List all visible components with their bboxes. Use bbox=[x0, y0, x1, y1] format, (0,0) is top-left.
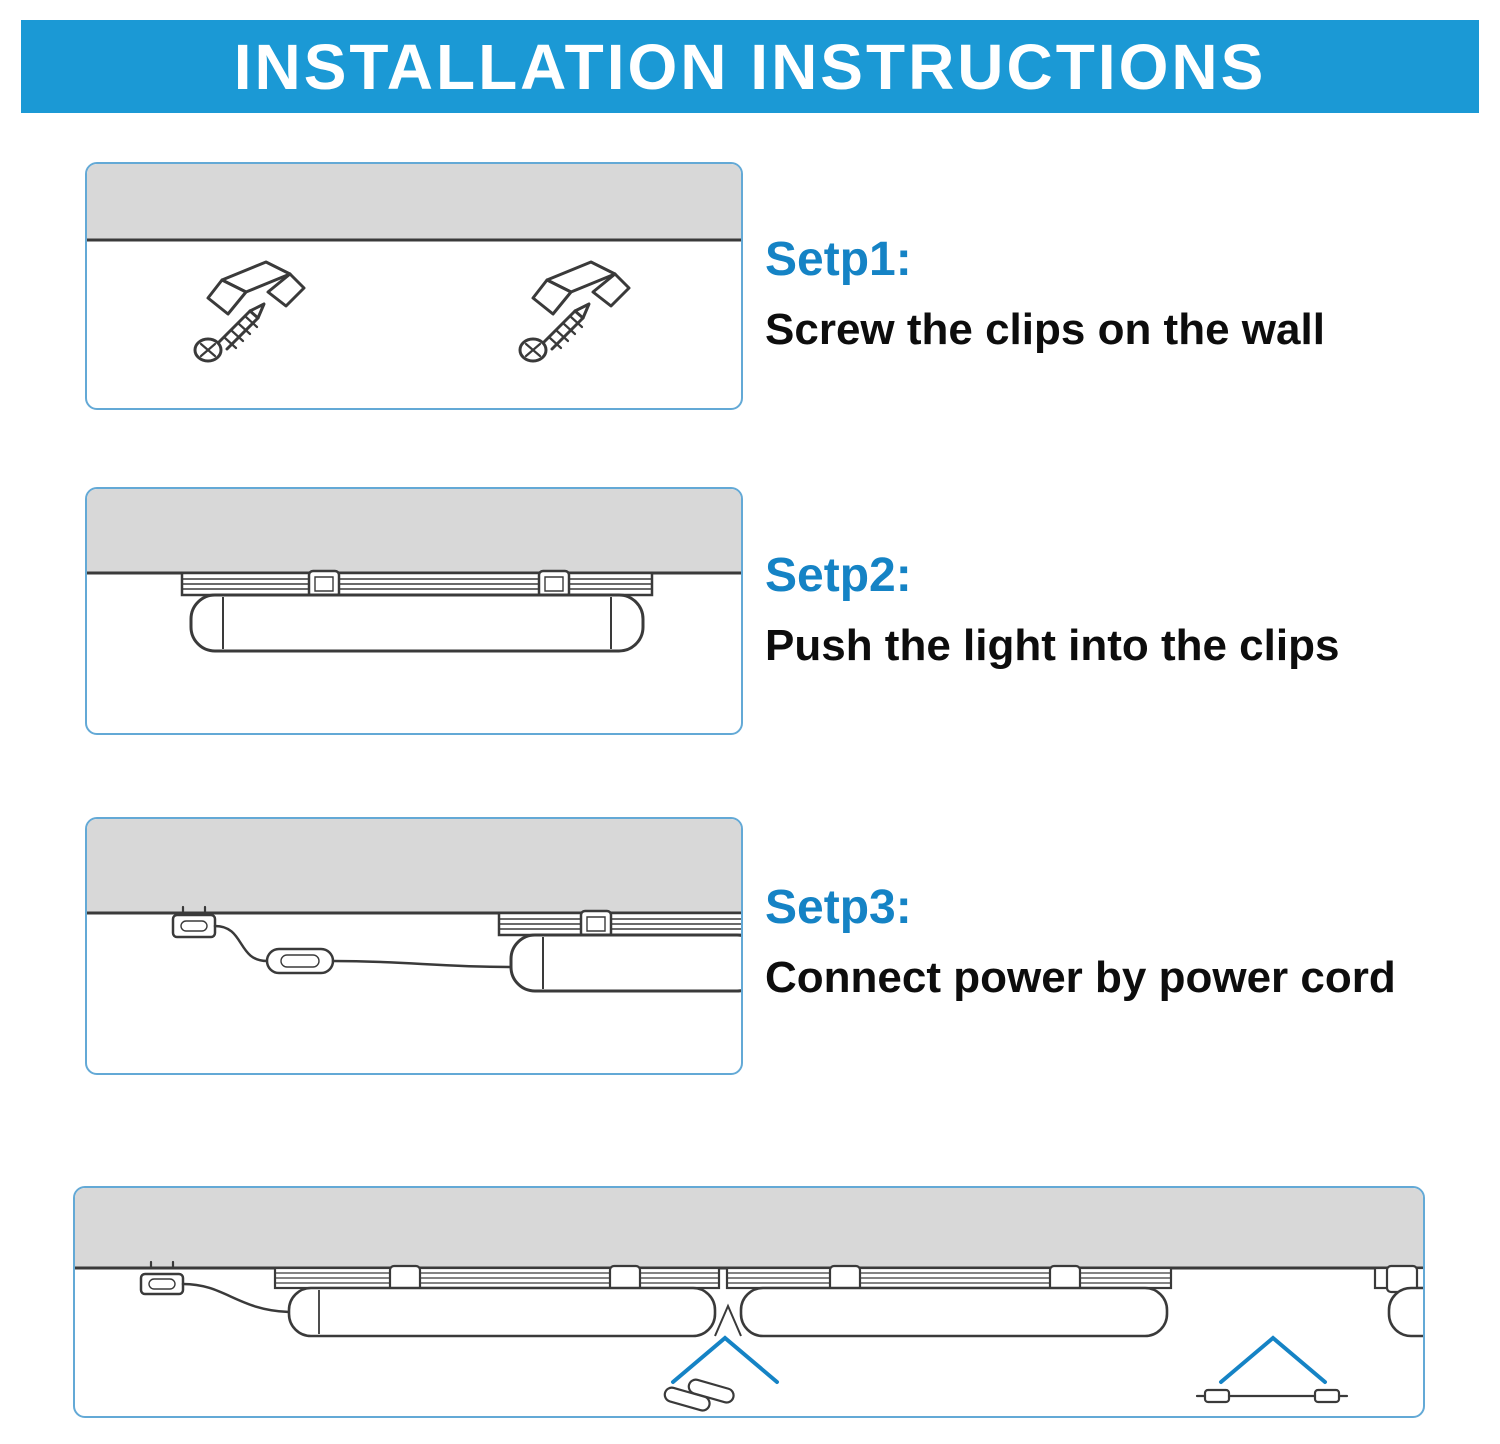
power-cord-icon bbox=[171, 905, 513, 975]
clip-and-screw-icon bbox=[518, 260, 631, 363]
step3-drawing bbox=[87, 819, 741, 993]
step3-text: Setp3: Connect power by power cord bbox=[765, 880, 1396, 1003]
wall-surface bbox=[75, 1188, 1423, 1270]
header-banner: INSTALLATION INSTRUCTIONS bbox=[21, 20, 1479, 113]
plug-icon bbox=[171, 913, 217, 939]
clip-and-screw-icon bbox=[193, 260, 306, 363]
step1-text: Setp1: Screw the clips on the wall bbox=[765, 232, 1325, 355]
chevron-up-icon bbox=[671, 1335, 779, 1384]
step2-drawing bbox=[87, 489, 741, 653]
light-fixture-icon bbox=[273, 1264, 721, 1338]
wall-surface bbox=[87, 819, 741, 915]
linking-drawing bbox=[75, 1188, 1423, 1412]
fixture-joint bbox=[714, 1303, 742, 1337]
step3-description: Connect power by power cord bbox=[765, 953, 1396, 1002]
plug-icon bbox=[139, 1272, 185, 1296]
mounting-clip-icon bbox=[537, 569, 571, 599]
light-fixture-icon bbox=[497, 909, 741, 993]
step1-illustration bbox=[85, 162, 743, 410]
step2-description: Push the light into the clips bbox=[765, 621, 1340, 670]
inline-connector-icon bbox=[265, 947, 335, 975]
step2-label: Setp2: bbox=[765, 549, 912, 602]
power-cord-icon bbox=[139, 1260, 291, 1314]
step1-label: Setp1: bbox=[765, 233, 912, 286]
page-title: INSTALLATION INSTRUCTIONS bbox=[233, 30, 1267, 103]
wall-surface bbox=[87, 164, 741, 242]
wall-surface bbox=[87, 489, 741, 575]
step1-drawing bbox=[87, 164, 741, 363]
connector-cable-icon bbox=[1195, 1388, 1349, 1404]
mounting-clip-icon bbox=[579, 909, 613, 939]
light-fixture-icon bbox=[1373, 1264, 1423, 1338]
connector-pins-icon bbox=[663, 1378, 735, 1412]
linking-illustration bbox=[73, 1186, 1425, 1418]
step2-illustration bbox=[85, 487, 743, 735]
light-fixture-icon bbox=[725, 1264, 1173, 1338]
step3-label: Setp3: bbox=[765, 881, 912, 934]
step3-illustration bbox=[85, 817, 743, 1075]
step2-text: Setp2: Push the light into the clips bbox=[765, 548, 1339, 671]
step1-description: Screw the clips on the wall bbox=[765, 305, 1325, 354]
chevron-up-icon bbox=[1219, 1335, 1327, 1384]
light-fixture-icon bbox=[180, 569, 654, 653]
mounting-clip-icon bbox=[307, 569, 341, 599]
